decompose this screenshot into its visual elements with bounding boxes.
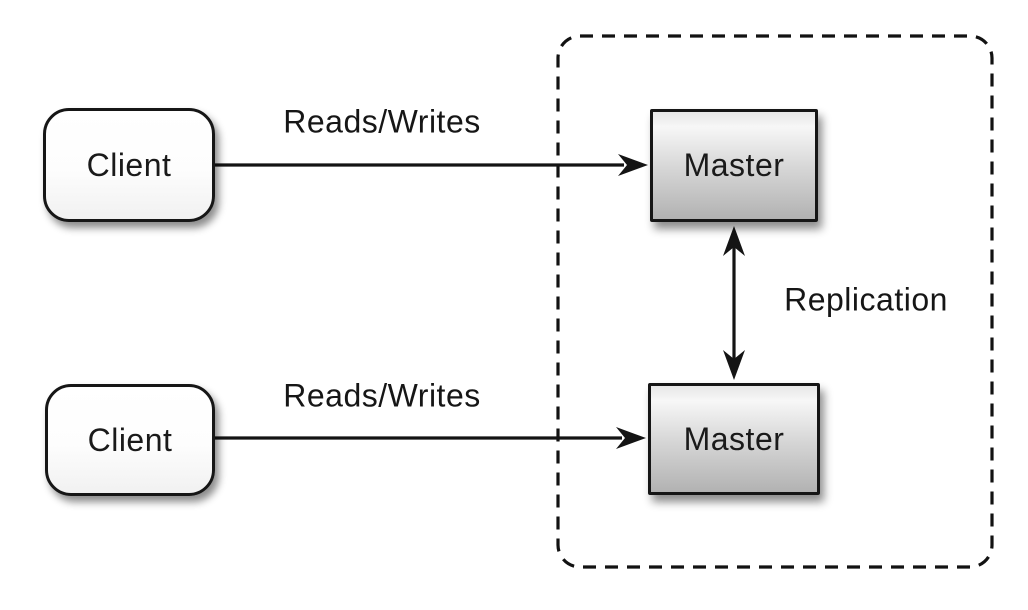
reads-writes-bottom-label: Reads/Writes <box>283 377 481 414</box>
master-top-label: Master <box>683 147 785 183</box>
client-bottom-node: Client <box>45 384 215 496</box>
client-top-node: Client <box>43 108 215 222</box>
reads-writes-top-label: Reads/Writes <box>283 103 481 140</box>
client-bottom-label: Client <box>87 421 173 458</box>
replication-label: Replication <box>784 281 948 318</box>
client-top-label: Client <box>86 146 172 183</box>
reads-writes-top-arrow <box>215 154 648 176</box>
master-bottom-label: Master <box>683 420 785 457</box>
replication-arrow <box>723 226 745 380</box>
master-bottom-node: Master <box>648 383 820 495</box>
reads-writes-bottom-arrow <box>215 427 646 449</box>
master-top-node: Master <box>650 109 818 222</box>
replication-group-dashed-border <box>556 34 994 569</box>
